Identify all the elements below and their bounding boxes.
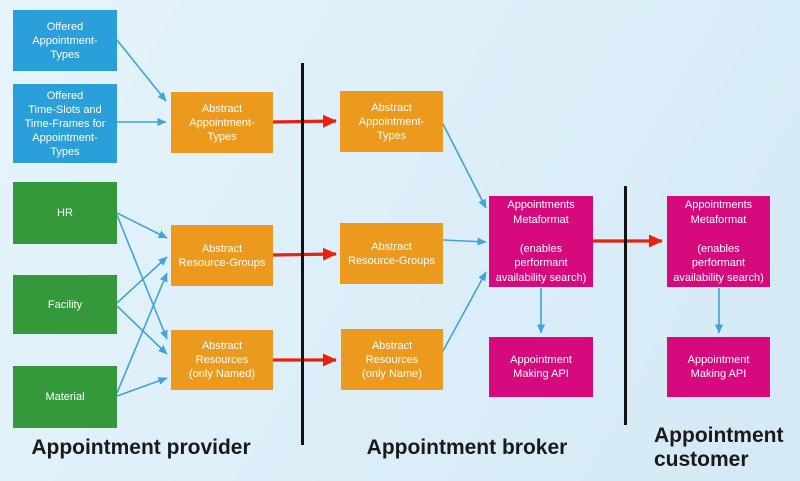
arrow-red-abstract-types: [272, 114, 337, 128]
box-abstract-resources-broker: Abstract Resources (only Name): [341, 329, 443, 390]
box-appointments-metaformat-broker: Appointments Metaformat (enables perform…: [489, 196, 593, 287]
box-abstract-resource-groups-provider: Abstract Resource-Groups: [171, 225, 273, 286]
box-appointment-making-api-customer: Appointment Making API: [667, 337, 770, 397]
section-label-appointment-broker: Appointment broker: [366, 436, 568, 459]
box-abstract-resource-groups-broker: Abstract Resource-Groups: [340, 223, 443, 284]
arrow-facility-to-resources: [116, 305, 168, 355]
box-abstract-appointment-types-provider: Abstract Appointment- Types: [171, 92, 273, 153]
box-offered-appointment-types: Offered Appointment- Types: [13, 10, 117, 71]
arrow-offered-types-to-abstract-types: [116, 39, 167, 102]
section-label-appointment-provider: Appointment provider: [31, 436, 251, 459]
box-abstract-resources-provider: Abstract Resources (only Named): [171, 330, 273, 390]
box-appointments-metaformat-customer: Appointments Metaformat (enables perform…: [667, 196, 770, 287]
arrow-broker-types-to-metaformat: [442, 123, 487, 209]
divider-provider-broker: [301, 63, 304, 445]
arrow-material-to-resource-groups: [116, 272, 168, 394]
box-appointment-making-api-broker: Appointment Making API: [489, 337, 593, 397]
arrow-material-to-resources: [116, 377, 168, 397]
box-facility: Facility: [13, 275, 117, 334]
box-material: Material: [13, 366, 117, 428]
arrow-broker-resources-to-metaformat: [442, 271, 487, 352]
box-abstract-appointment-types-broker: Abstract Appointment- Types: [340, 91, 443, 152]
box-hr: HR: [13, 182, 117, 244]
arrow-facility-to-resource-groups: [116, 256, 168, 304]
divider-broker-customer: [624, 186, 627, 425]
box-offered-time-slots: Offered Time-Slots and Time-Frames for A…: [13, 84, 117, 163]
arrow-broker-groups-to-metaformat: [442, 237, 487, 246]
arrow-red-resource-groups: [272, 247, 337, 261]
section-label-appointment-customer: Appointment customer: [654, 424, 784, 471]
arrow-hr-to-resource-groups: [116, 212, 168, 239]
arrow-hr-to-resources: [116, 214, 168, 340]
